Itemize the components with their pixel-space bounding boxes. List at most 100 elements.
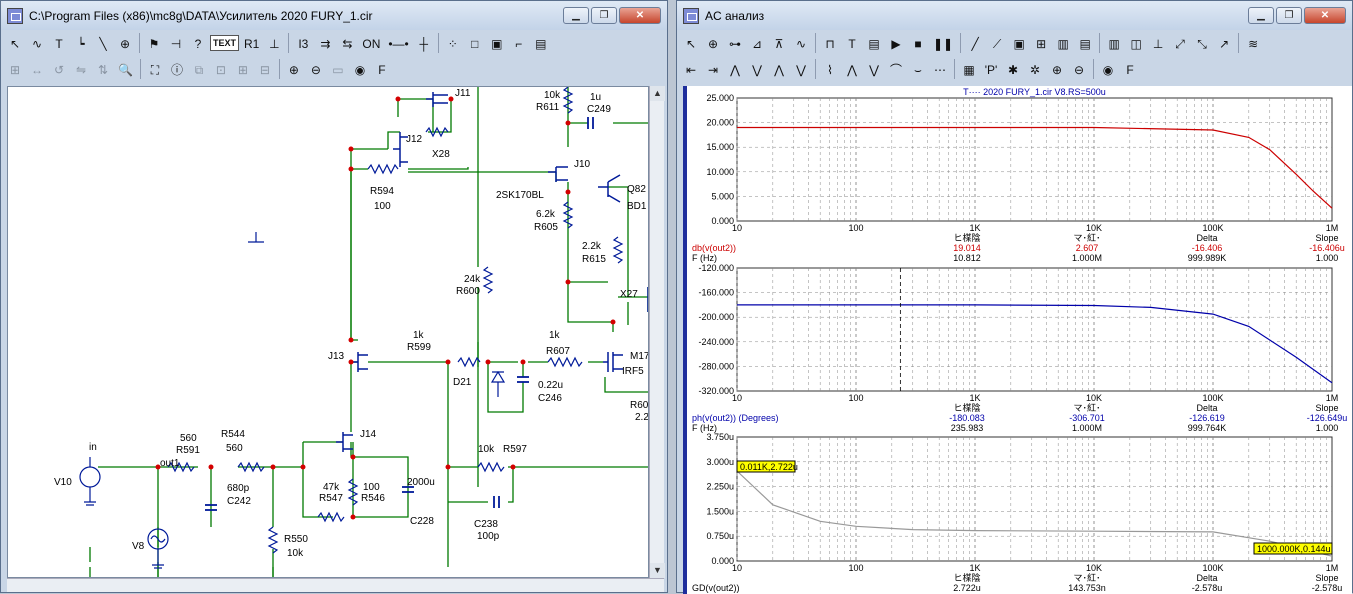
close-button[interactable]: ✕	[1304, 7, 1346, 24]
grid-icon[interactable]: ⊞	[1031, 32, 1051, 54]
major-grid-icon[interactable]: ▤	[1075, 32, 1095, 54]
schematic-canvas[interactable]: J11 J12 X28 R594 100 J10 2SK170BL 10k R6…	[7, 86, 649, 578]
properties-icon[interactable]: ▤	[531, 32, 551, 54]
minimize-button[interactable]: ▁	[1248, 7, 1274, 24]
zoom-in-icon[interactable]: ⊕	[1047, 58, 1067, 80]
on-off-icon[interactable]: ON	[359, 32, 383, 54]
component-icon[interactable]: ⊕	[703, 32, 723, 54]
window-box-icon[interactable]: ▣	[487, 32, 507, 54]
left-cursor-icon[interactable]: ⇤	[681, 58, 701, 80]
ac-titlebar[interactable]: AC анализ ▁ ❐ ✕	[677, 1, 1352, 30]
flip-icon[interactable]: ⇋	[71, 58, 91, 80]
data-points-icon[interactable]: ⊿	[747, 32, 767, 54]
step-icon[interactable]: ↔	[27, 58, 47, 80]
binoculars-icon[interactable]: ⛶	[145, 58, 165, 80]
info-icon[interactable]: ⓘ	[167, 58, 187, 80]
cursor-icon[interactable]: ⤢	[1170, 32, 1190, 54]
color-icon[interactable]: ◉	[1098, 58, 1118, 80]
attribute-text-icon[interactable]: I3	[293, 32, 313, 54]
maximize-button[interactable]: ❐	[591, 7, 617, 24]
arrows-icon[interactable]: ⇉	[315, 32, 335, 54]
box-icon[interactable]: □	[465, 32, 485, 54]
label2-icon[interactable]: ✲	[1025, 58, 1045, 80]
ortho-icon[interactable]: ⊓	[820, 32, 840, 54]
flag-menu-icon[interactable]: ▭	[328, 58, 348, 80]
font-icon[interactable]: F	[1120, 58, 1140, 80]
paste-icon[interactable]: ⊡	[211, 58, 231, 80]
line-icon[interactable]: ╱	[965, 32, 985, 54]
scroll-up-icon[interactable]: ▲	[650, 86, 665, 101]
table-icon[interactable]: ▦	[959, 58, 979, 80]
inflection-icon[interactable]: ⌇	[820, 58, 840, 80]
minimize-button[interactable]: ▁	[563, 7, 589, 24]
select-arrow-icon[interactable]: ↖	[5, 32, 25, 54]
horiz-grid-icon[interactable]: ◫	[1126, 32, 1146, 54]
horizontal-scrollbar[interactable]	[7, 578, 664, 592]
text-tool-icon[interactable]: T	[49, 32, 69, 54]
copy-icon[interactable]: ⧉	[189, 58, 209, 80]
scale-icon[interactable]: ⊶	[725, 32, 745, 54]
low-icon[interactable]: ⋁	[791, 58, 811, 80]
flag-icon[interactable]: ⚑	[144, 32, 164, 54]
zoom-in-icon[interactable]: ⊕	[284, 58, 304, 80]
help-icon[interactable]: ?	[188, 32, 208, 54]
scroll-down-icon[interactable]: ▼	[650, 563, 665, 578]
valley-icon[interactable]: ⋁	[747, 58, 767, 80]
bottom-icon[interactable]: ⊥	[1148, 32, 1168, 54]
dot-line-icon[interactable]: •—•	[385, 32, 411, 54]
mirror-icon[interactable]: ⇅	[93, 58, 113, 80]
cursor2-icon[interactable]: ⤡	[1192, 32, 1212, 54]
peak-icon[interactable]: ⋀	[725, 58, 745, 80]
frame-icon[interactable]: ▣	[1009, 32, 1029, 54]
cursor3-icon[interactable]: ↗	[1214, 32, 1234, 54]
zoom-out-icon[interactable]: ⊖	[306, 58, 326, 80]
text-mode-icon[interactable]: TEXT	[210, 35, 239, 51]
vertical-scrollbar[interactable]: ▲ ▼	[649, 86, 664, 578]
pin-connection-icon[interactable]: ⊥	[264, 32, 284, 54]
zoom-out-icon[interactable]: ⊖	[1069, 58, 1089, 80]
component-icon[interactable]: ⊕	[115, 32, 135, 54]
font-icon[interactable]: F	[372, 58, 392, 80]
stop-icon[interactable]: ■	[908, 32, 928, 54]
schematic-titlebar[interactable]: C:\Program Files (x86)\mc8g\DATA\Усилите…	[1, 1, 667, 30]
high-icon[interactable]: ⋀	[769, 58, 789, 80]
select-arrow-icon[interactable]: ↖	[681, 32, 701, 54]
right-cursor-icon[interactable]: ⇥	[703, 58, 723, 80]
current-arrows-icon[interactable]: ⇆	[337, 32, 357, 54]
p-icon[interactable]: 'P'	[981, 58, 1001, 80]
align-icon[interactable]: ⊞	[5, 58, 25, 80]
wave-color-icon[interactable]: ≋	[1243, 32, 1263, 54]
crosshair-icon[interactable]: ┼	[414, 32, 434, 54]
pin-icon[interactable]: ⊣	[166, 32, 186, 54]
bottom-peak-icon[interactable]: ⌣	[908, 58, 928, 80]
node-numbers-icon[interactable]: R1	[241, 32, 262, 54]
close-button[interactable]: ✕	[619, 7, 661, 24]
remove-page-icon[interactable]: ⊟	[255, 58, 275, 80]
tokens-icon[interactable]: ⊼	[769, 32, 789, 54]
grid-icon[interactable]: ⁘	[443, 32, 463, 54]
global-low-icon[interactable]: ⋁	[864, 58, 884, 80]
rotate-icon[interactable]: ↺	[49, 58, 69, 80]
tool-icon[interactable]: ⌐	[509, 32, 529, 54]
run-icon[interactable]: ▶	[886, 32, 906, 54]
label-icon[interactable]: ✱	[1003, 58, 1023, 80]
vert-grid-icon[interactable]: ▥	[1104, 32, 1124, 54]
find-icon[interactable]: 🔍	[115, 58, 136, 80]
text-tool-icon[interactable]: T	[842, 32, 862, 54]
maximize-button[interactable]: ❐	[1276, 7, 1302, 24]
top-icon[interactable]: ⌒	[886, 58, 906, 80]
diagonal-wire-icon[interactable]: ╲	[93, 32, 113, 54]
ortho-wire-icon[interactable]: ┕	[71, 32, 91, 54]
properties-icon[interactable]: ▤	[864, 32, 884, 54]
add-page-icon[interactable]: ⊞	[233, 58, 253, 80]
pause-icon[interactable]: ❚❚	[930, 32, 956, 54]
minor-grid-icon[interactable]: ▥	[1053, 32, 1073, 54]
color-icon[interactable]: ◉	[350, 58, 370, 80]
wave-icon[interactable]: ∿	[791, 32, 811, 54]
next-icon[interactable]: ⋯	[930, 58, 950, 80]
wire-icon[interactable]: ∿	[27, 32, 47, 54]
global-high-icon[interactable]: ⋀	[842, 58, 862, 80]
label-R600: R600	[456, 286, 480, 297]
diag-icon[interactable]: ⟋	[987, 32, 1007, 54]
